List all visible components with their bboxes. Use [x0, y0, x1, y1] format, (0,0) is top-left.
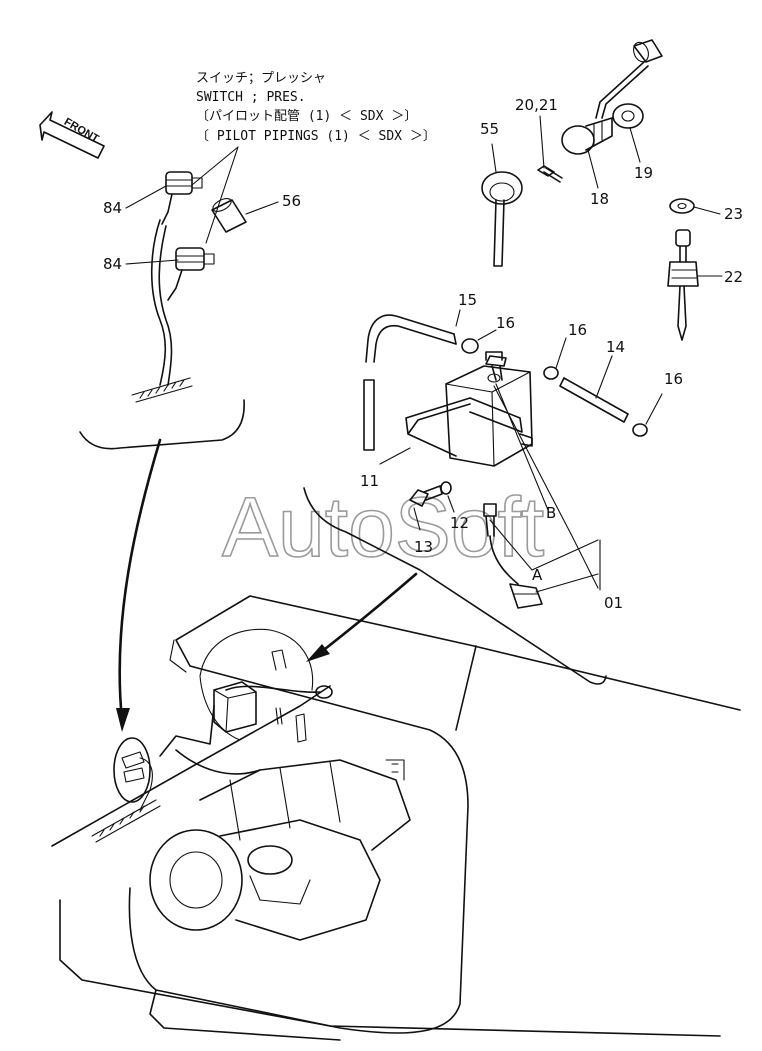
sensor-01	[483, 503, 543, 609]
label-12: 12	[450, 514, 469, 532]
hose-15	[363, 309, 461, 451]
label-b: B	[546, 504, 556, 522]
grommet-55	[481, 143, 523, 267]
note-line-3: 〔パイロット配管 (1) ＜ SDX ＞〕	[196, 109, 417, 124]
note-line-2: SWITCH ; PRES.	[196, 90, 306, 105]
watermark: AutoSoft	[222, 480, 544, 574]
label-55: 55	[480, 120, 499, 138]
label-18: 18	[590, 190, 609, 208]
detail-circle-switches	[91, 737, 161, 843]
switch-note: スイッチ；プレッシャ SWITCH ; PRES. 〔パイロット配管 (1) ＜…	[191, 71, 436, 244]
float-gauge	[561, 39, 663, 155]
clip-16-a	[461, 329, 497, 354]
tank-11	[379, 351, 533, 467]
label-20-21: 20,21	[515, 96, 558, 114]
label-16-b: 16	[568, 321, 587, 339]
label-13: 13	[414, 538, 433, 556]
pressure-switch-lower	[167, 247, 215, 301]
pointer-arrow-right	[306, 572, 418, 662]
hose-14	[559, 355, 629, 423]
label-84-upper: 84	[103, 199, 122, 217]
note-line-1: スイッチ；プレッシャ	[196, 71, 326, 86]
label-a: A	[532, 566, 543, 584]
label-15: 15	[458, 291, 477, 309]
label-01: 01	[604, 594, 623, 612]
label-16-a: 16	[496, 314, 515, 332]
washer-12	[440, 481, 455, 513]
machine-body	[51, 595, 741, 1041]
clip-16-c	[632, 393, 663, 437]
washer-23	[669, 198, 721, 215]
label-14: 14	[606, 338, 625, 356]
clip-16-b	[543, 337, 567, 380]
leader-a-b-01	[489, 383, 601, 593]
bolt-20-21	[537, 115, 563, 183]
front-arrow: FRONT	[39, 111, 105, 159]
label-56: 56	[282, 192, 301, 210]
switch-harness	[131, 219, 193, 403]
label-23: 23	[724, 205, 743, 223]
cap-part-56	[211, 198, 279, 233]
note-line-4: 〔 PILOT PIPINGS (1) ＜ SDX ＞〕	[196, 129, 436, 144]
tank-in-machine	[159, 649, 333, 757]
detail-circle-tank	[199, 628, 314, 741]
level-sensor-22	[667, 229, 723, 341]
engine-assembly	[149, 749, 411, 941]
pointer-arrow-left	[116, 438, 162, 732]
callout-frame-right	[303, 487, 607, 685]
front-label: FRONT	[62, 116, 101, 145]
label-11: 11	[360, 472, 379, 490]
label-16-c: 16	[664, 370, 683, 388]
callout-frame-left	[79, 399, 245, 450]
pressure-switch-upper	[161, 171, 203, 225]
label-19: 19	[634, 164, 653, 182]
label-22: 22	[724, 268, 743, 286]
label-84-lower: 84	[103, 255, 122, 273]
